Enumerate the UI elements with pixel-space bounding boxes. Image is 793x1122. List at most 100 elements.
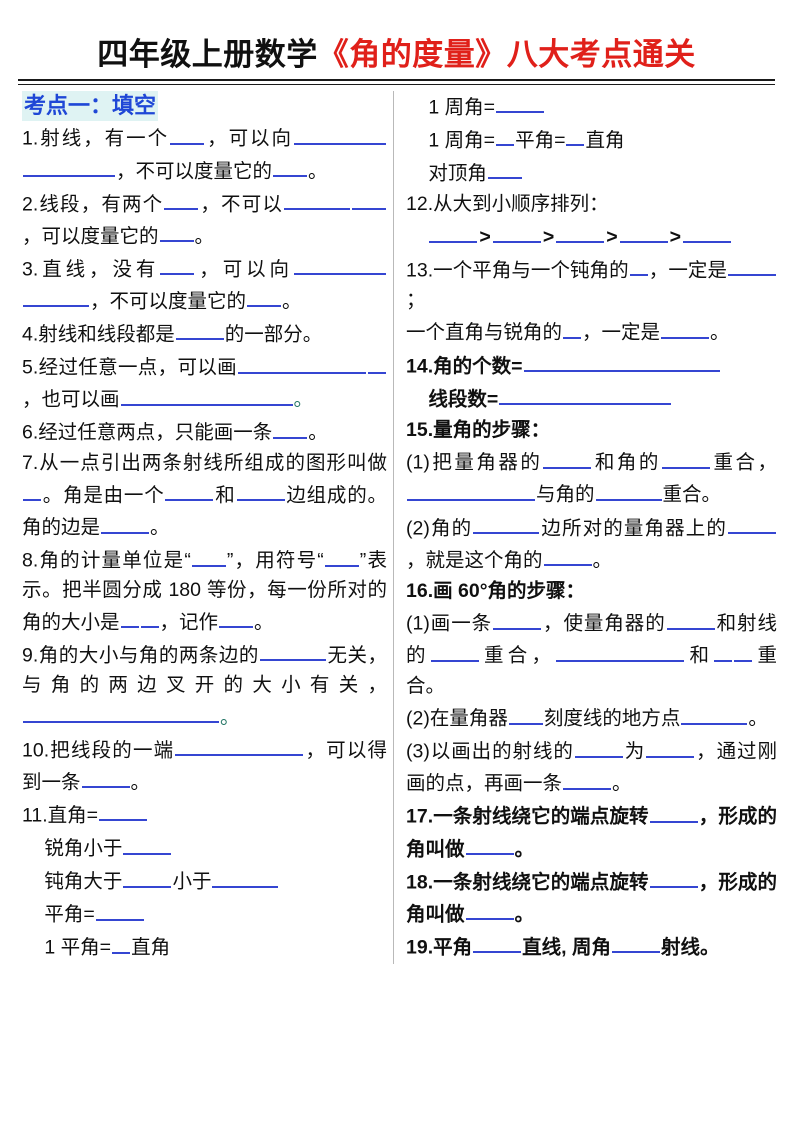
q11d-text-a: 1 平角=	[44, 936, 112, 959]
question-4: 4.射线和线段都是的一部分。	[22, 318, 387, 350]
q16-3-blank-1[interactable]	[574, 735, 623, 758]
q2-blank-4[interactable]	[159, 220, 194, 243]
question-18: 18.一条射线绕它的端点旋转，形成的角叫做。	[406, 866, 777, 930]
q7-text-c: 和	[214, 484, 236, 507]
q14b-blank-1[interactable]	[499, 383, 672, 406]
q5-blank-2[interactable]	[368, 351, 386, 374]
q17-text-c: 。	[514, 838, 535, 861]
q18-blank-2[interactable]	[465, 898, 514, 921]
q12-blank-1[interactable]	[429, 221, 478, 244]
q3-blank-2[interactable]	[294, 253, 386, 276]
q3-blank-1[interactable]	[160, 253, 195, 276]
q19-blank-1[interactable]	[473, 931, 522, 954]
q3-blank-4[interactable]	[247, 285, 282, 308]
q10-blank-2[interactable]	[81, 766, 130, 789]
q8-text-c: ”表示。把半圆分成 180 等份，每一份所对的角的大小是	[22, 549, 387, 634]
q2-text-b: ，不可以	[199, 193, 283, 216]
q15-1-blank-1[interactable]	[543, 446, 592, 469]
q2-blank-1[interactable]	[164, 188, 199, 211]
q9-text-c: 。	[220, 706, 240, 729]
question-9: 9.角的大小与角的两条边的无关，与角的两边叉开的大小有关，。	[22, 639, 387, 733]
two-column-body: 考点一：填空 1.射线，有一个，可以向，不可以度量它的。 2.线段，有两个，不可…	[0, 85, 793, 965]
q11a-blank-1[interactable]	[123, 832, 172, 855]
q16-2-blank-2[interactable]	[681, 702, 748, 725]
q13-blank-2[interactable]	[728, 254, 776, 277]
r2-blank-1[interactable]	[496, 124, 515, 147]
q1-blank-2[interactable]	[294, 122, 386, 145]
question-10: 10.把线段的一端，可以得到一条。	[22, 734, 387, 798]
q11b-blank-1[interactable]	[123, 865, 172, 888]
q2-blank-2[interactable]	[283, 188, 350, 211]
q7-blank-2[interactable]	[165, 479, 214, 502]
q12-blank-2[interactable]	[492, 221, 541, 244]
q13b-blank-1[interactable]	[563, 316, 582, 339]
q4-text-b: 的一部分。	[224, 323, 323, 346]
q14b-text-a: 线段数=	[428, 388, 499, 411]
q18-blank-1[interactable]	[649, 866, 698, 889]
q7-blank-4[interactable]	[101, 511, 150, 534]
q16-3-blank-2[interactable]	[646, 735, 695, 758]
question-15-heading: 15.量角的步骤：	[406, 418, 551, 441]
q10-text-a: 10.把线段的一端	[22, 739, 175, 762]
r1-blank-1[interactable]	[496, 91, 545, 114]
q11-blank-1[interactable]	[99, 799, 148, 822]
q7-blank-1[interactable]	[23, 479, 41, 502]
q11c-blank-1[interactable]	[95, 898, 144, 921]
q2-text-d: 。	[194, 225, 215, 248]
q12-blank-3[interactable]	[556, 221, 605, 244]
q8-blank-1[interactable]	[191, 544, 226, 567]
q11d-blank-1[interactable]	[112, 931, 131, 954]
q7-blank-3[interactable]	[236, 479, 285, 502]
q15-1-blank-4[interactable]	[595, 478, 662, 501]
q15-1-blank-2[interactable]	[661, 446, 710, 469]
q8-blank-5[interactable]	[219, 606, 254, 629]
q13b-blank-2[interactable]	[661, 316, 710, 339]
q9-blank-2[interactable]	[23, 701, 219, 724]
q1-blank-1[interactable]	[170, 122, 205, 145]
q3-text-c: ，不可以度量它的	[90, 290, 247, 313]
q9-text-b: 无关，与角的两边叉开的大小有关，	[22, 644, 387, 697]
q9-blank-1[interactable]	[259, 639, 326, 662]
r2-blank-2[interactable]	[566, 124, 585, 147]
q16-1-blank-2[interactable]	[666, 607, 715, 630]
q11b-blank-2[interactable]	[212, 865, 279, 888]
r3-blank-1[interactable]	[487, 157, 522, 180]
q15-2-blank-1[interactable]	[473, 512, 540, 535]
q8-blank-4[interactable]	[140, 606, 159, 629]
question-16-heading: 16.画 60°角的步骤：	[406, 579, 586, 602]
q16-1-blank-5[interactable]	[714, 639, 733, 662]
q8-blank-2[interactable]	[324, 544, 359, 567]
q19-blank-2[interactable]	[611, 931, 660, 954]
q15-1-blank-3[interactable]	[407, 478, 535, 501]
q4-blank-1[interactable]	[175, 318, 224, 341]
q16-1-blank-4[interactable]	[556, 639, 685, 662]
q1-blank-3[interactable]	[23, 155, 115, 177]
q16-3-text-c: ，通过刚画的点，再画一条	[406, 740, 777, 795]
q15-2-blank-3[interactable]	[543, 544, 592, 567]
q12-blank-5[interactable]	[682, 221, 731, 244]
q16-1-blank-3[interactable]	[430, 639, 479, 662]
q10-blank-1[interactable]	[175, 734, 304, 757]
q10-text-c: 。	[130, 771, 151, 794]
q13-blank-1[interactable]	[629, 254, 648, 277]
question-8: 8.角的计量单位是“”，用符号“”表示。把半圆分成 180 等份，每一份所对的角…	[22, 544, 387, 638]
q17-blank-2[interactable]	[465, 833, 514, 856]
q8-blank-3[interactable]	[120, 606, 139, 629]
q5-blank-1[interactable]	[238, 351, 366, 374]
q16-1-blank-1[interactable]	[493, 607, 542, 630]
q14-blank-1[interactable]	[523, 350, 720, 373]
q16-2-blank-1[interactable]	[508, 702, 543, 725]
q15-2-blank-2[interactable]	[727, 512, 776, 535]
q18-text-c: 。	[514, 903, 535, 926]
q5-blank-3[interactable]	[120, 383, 293, 406]
q16-3-blank-3[interactable]	[563, 767, 612, 790]
q1-blank-4[interactable]	[273, 155, 308, 177]
q16-1-blank-6[interactable]	[734, 639, 753, 662]
section-header-fill-in-blank: 考点一：填空	[22, 90, 159, 122]
q2-blank-3[interactable]	[351, 188, 386, 211]
q3-blank-3[interactable]	[23, 285, 89, 308]
q12-blank-4[interactable]	[619, 221, 668, 244]
q17-blank-1[interactable]	[649, 800, 698, 823]
q6-blank-1[interactable]	[273, 416, 308, 439]
q15-1-text-c: 重合，	[710, 451, 777, 474]
